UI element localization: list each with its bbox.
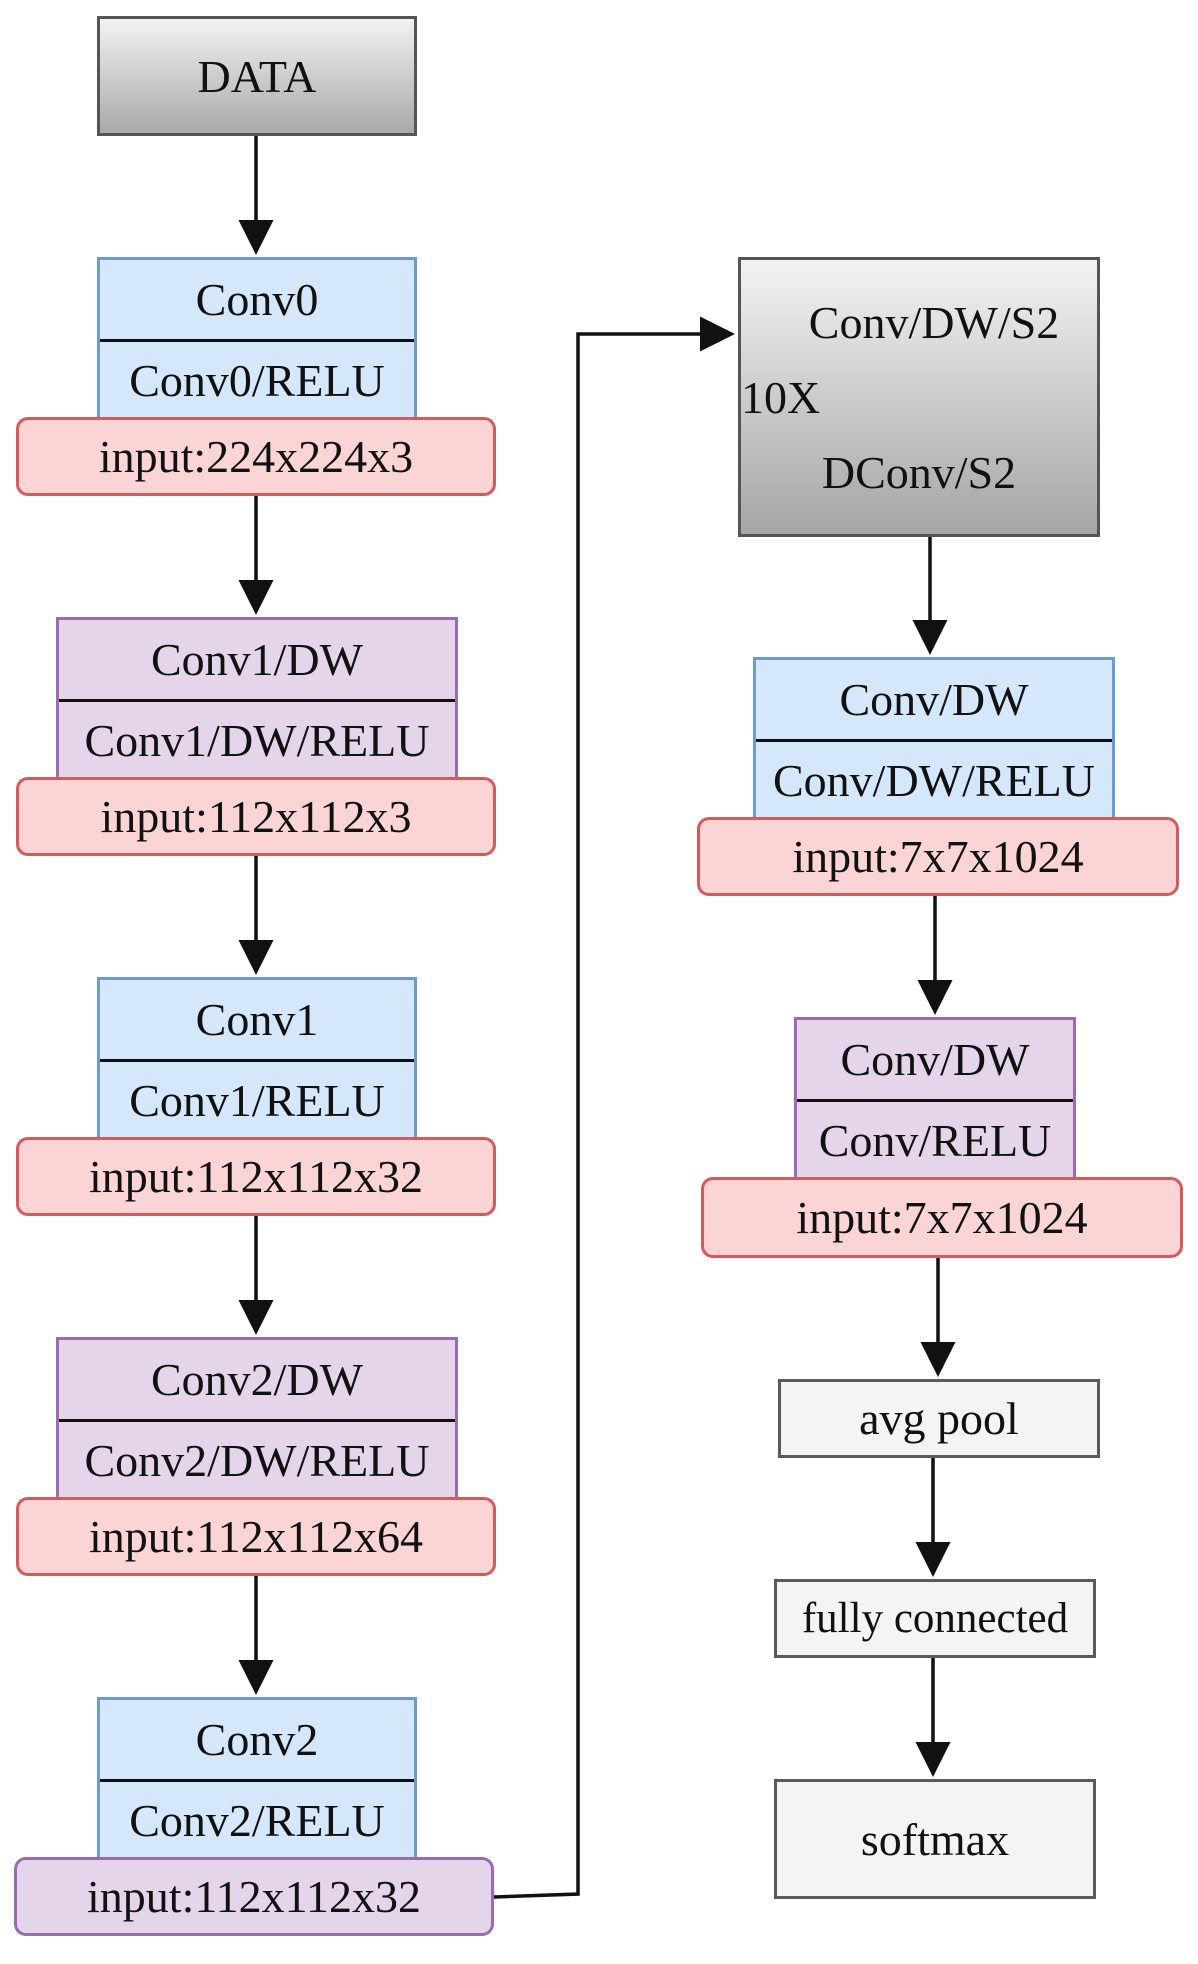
conv1dw-label: Conv1/DW <box>150 633 364 685</box>
conv1-label: Conv1 <box>195 993 319 1045</box>
conv0-layer: Conv0 Conv0/RELU <box>97 257 417 417</box>
conv2-label: Conv2 <box>195 1713 319 1765</box>
conv2-layer: Conv2 Conv2/RELU <box>97 1697 417 1857</box>
convdw-b-label: Conv/DW <box>840 1033 1030 1085</box>
avgpool-node: avg pool <box>778 1379 1100 1458</box>
softmax-label: softmax <box>860 1813 1010 1865</box>
conv2dw-layer: Conv2/DW Conv2/DW/RELU <box>56 1337 458 1497</box>
conv0-input-label: input:224x224x3 <box>98 431 414 482</box>
conv0-relu-label: Conv0/RELU <box>129 355 385 407</box>
conv1-input-label: input:112x112x32 <box>89 1151 423 1202</box>
data-label: DATA <box>197 50 317 102</box>
conv2-input-label: input:112x112x32 <box>87 1871 421 1922</box>
repeat-line3: DConv/S2 <box>821 446 1017 498</box>
conv2-relu-label: Conv2/RELU <box>129 1795 385 1847</box>
conv1dw-input: input:112x112x3 <box>16 777 496 856</box>
conv2dw-input: input:112x112x64 <box>16 1497 496 1576</box>
conv0-input: input:224x224x3 <box>16 417 496 496</box>
convdw-b-input: input:7x7x1024 <box>701 1177 1183 1258</box>
repeat-line1: Conv/DW/S2 <box>808 296 1060 348</box>
conv1-input: input:112x112x32 <box>16 1137 496 1216</box>
repeat-block: Conv/DW/S2 10X DConv/S2 <box>738 257 1100 537</box>
convdw-a-input: input:7x7x1024 <box>697 817 1179 896</box>
fc-node: fully connected <box>774 1579 1096 1658</box>
convdw-b-layer: Conv/DW Conv/RELU <box>794 1017 1076 1177</box>
convdw-a-input-label: input:7x7x1024 <box>792 831 1084 882</box>
conv1-layer: Conv1 Conv1/RELU <box>97 977 417 1137</box>
conv1dw-layer: Conv1/DW Conv1/DW/RELU <box>56 617 458 777</box>
conv2dw-relu-label: Conv2/DW/RELU <box>84 1435 430 1487</box>
avgpool-label: avg pool <box>859 1393 1019 1444</box>
conv2dw-label: Conv2/DW <box>150 1353 364 1405</box>
conv1dw-input-label: input:112x112x3 <box>100 791 412 842</box>
convdw-b-input-label: input:7x7x1024 <box>796 1192 1088 1243</box>
conv0-label: Conv0 <box>195 273 319 325</box>
conv1-relu-label: Conv1/RELU <box>129 1075 385 1127</box>
convdw-a-relu-label: Conv/DW/RELU <box>773 755 1095 807</box>
conv2-input: input:112x112x32 <box>14 1857 494 1936</box>
convdw-b-relu-label: Conv/RELU <box>818 1115 1052 1167</box>
convdw-a-label: Conv/DW <box>839 673 1029 725</box>
convdw-a-layer: Conv/DW Conv/DW/RELU <box>753 657 1115 817</box>
conv1dw-relu-label: Conv1/DW/RELU <box>84 715 430 767</box>
softmax-node: softmax <box>774 1779 1096 1899</box>
conv2dw-input-label: input:112x112x64 <box>89 1511 423 1562</box>
data-node: DATA <box>97 16 417 136</box>
arrow-conv2-repeat <box>493 316 735 1899</box>
fc-label: fully connected <box>801 1595 1069 1642</box>
repeat-count: 10X <box>741 371 821 423</box>
